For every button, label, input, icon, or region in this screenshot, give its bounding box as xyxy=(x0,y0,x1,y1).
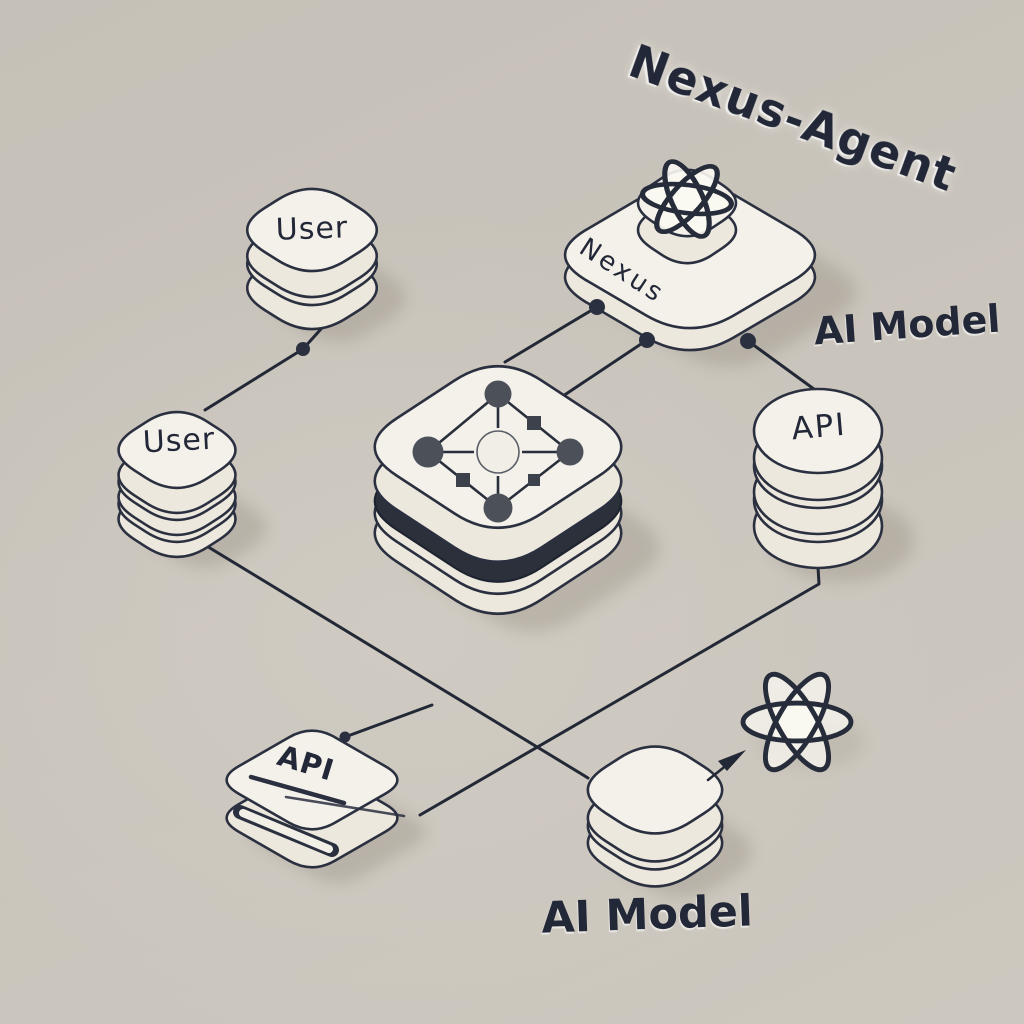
slot-icon xyxy=(233,805,339,857)
node-ai-model xyxy=(586,745,724,888)
junction-dot xyxy=(339,731,351,743)
label-user-left: User xyxy=(141,421,217,461)
edge-nexus-hub-1 xyxy=(503,305,599,364)
api-box-underline-2 xyxy=(284,795,406,818)
connection-dots xyxy=(296,299,756,743)
atom-icon-floating xyxy=(740,671,854,773)
label-ai-model-bottom: AI Model xyxy=(540,886,754,944)
edge-nexus-hub-2 xyxy=(558,338,649,400)
api-box-underline xyxy=(248,774,347,806)
label-api-database: API xyxy=(790,406,848,448)
label-user-top: User xyxy=(275,210,349,248)
atom-icon xyxy=(640,159,734,239)
edge-nexus-apidb xyxy=(746,339,820,394)
node-hub xyxy=(372,364,624,616)
port-dot xyxy=(639,332,655,348)
node-nexus-platform xyxy=(563,159,817,353)
arrow-to-atom-icon xyxy=(706,750,746,782)
edge-branch-apibox xyxy=(343,703,434,739)
junction-dot xyxy=(296,342,310,356)
connection-lines xyxy=(203,298,821,817)
network-graph-icon xyxy=(412,380,584,523)
port-dot xyxy=(740,333,756,349)
node-user-top xyxy=(246,187,378,331)
node-api-box xyxy=(225,729,406,869)
node-api-database xyxy=(752,387,884,570)
port-dot xyxy=(589,299,605,315)
edge-userleft-aimodel xyxy=(203,543,590,780)
